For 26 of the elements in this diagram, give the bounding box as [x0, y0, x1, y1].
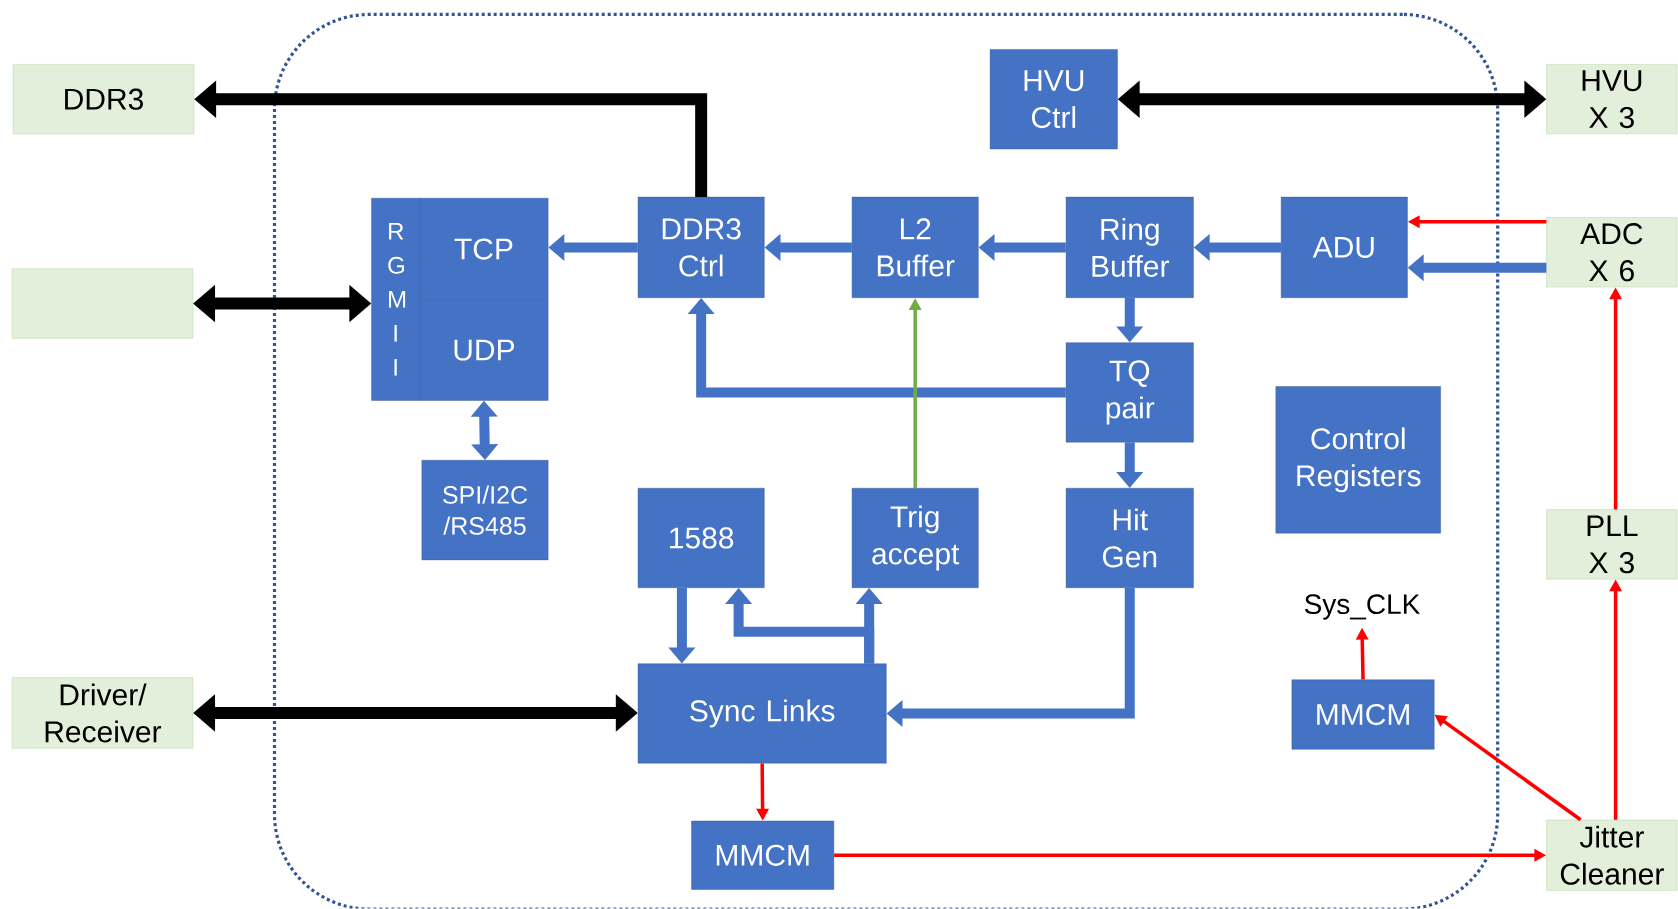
component-box: ADC X 6 — [1546, 217, 1678, 288]
module-box: UDP — [419, 299, 549, 401]
module-box: ADU — [1281, 197, 1408, 299]
module-box: Ring Buffer — [1065, 197, 1194, 299]
component-box: Driver/ Receiver — [11, 677, 194, 749]
module-box: MMCM — [691, 821, 835, 890]
module-box: SPI/I2C /RS485 — [421, 460, 549, 561]
module-box: Trig accept — [851, 488, 979, 589]
component-box: Jitter Cleaner — [1546, 819, 1678, 891]
module-box: HVU Ctrl — [989, 49, 1118, 150]
module-box: Hit Gen — [1065, 488, 1194, 589]
component-box — [11, 268, 194, 339]
module-box: Control Registers — [1275, 386, 1441, 534]
component-box: DDR3 — [12, 64, 195, 135]
module-box: R G M I I — [371, 198, 420, 401]
module-box: TQ pair — [1065, 342, 1194, 443]
dashed-boundary — [272, 13, 1500, 909]
module-box: Sync Links — [637, 663, 887, 764]
component-box: HVU X 3 — [1546, 64, 1678, 135]
module-box: 1588 — [637, 488, 765, 589]
component-box: PLL X 3 — [1546, 509, 1678, 580]
module-box: L2 Buffer — [851, 197, 979, 299]
signal-label: Sys_CLK — [1304, 594, 1420, 620]
module-box: DDR3 Ctrl — [637, 197, 765, 299]
module-box: TCP — [419, 198, 549, 301]
module-box: MMCM — [1291, 679, 1435, 750]
